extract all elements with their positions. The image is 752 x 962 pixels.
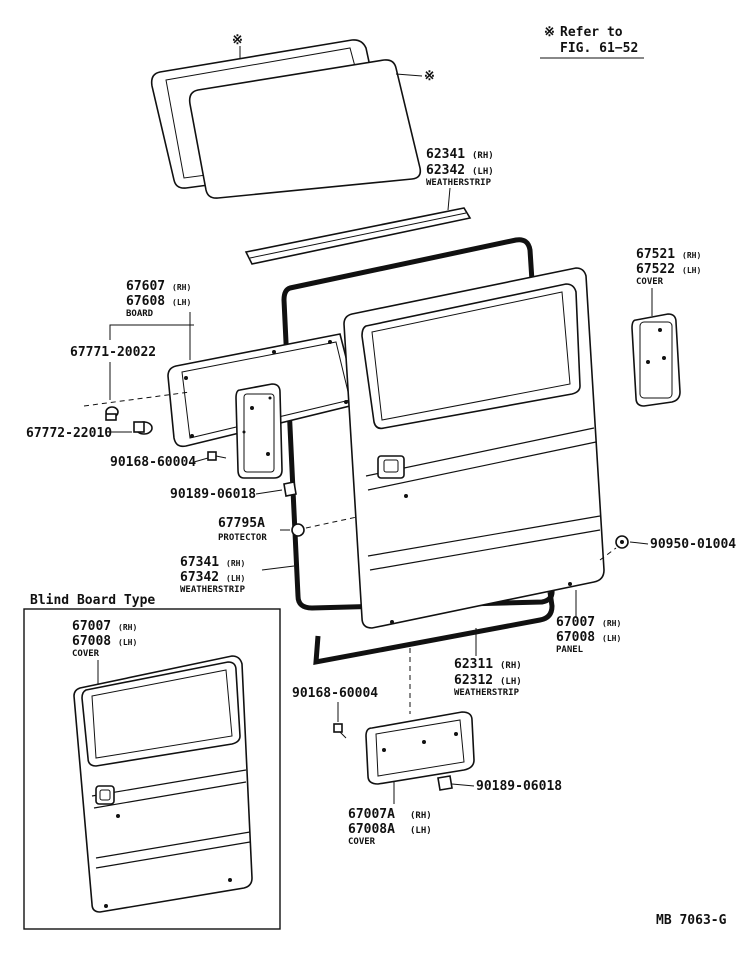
- label-62341: 62341: [426, 147, 465, 162]
- label-weatherstrip-door: WEATHERSTRIP: [180, 585, 246, 595]
- label-67008A: 67008A: [348, 822, 395, 837]
- label-protector: PROTECTOR: [218, 533, 267, 543]
- window-glass-pane: [188, 59, 422, 199]
- svg-text:(LH): (LH): [410, 826, 432, 836]
- inner-access-cover: [235, 383, 283, 479]
- lower-cover-67007A: [365, 711, 475, 785]
- svg-text:(RH): (RH): [500, 661, 522, 671]
- blind-door-panel: [73, 655, 253, 913]
- label-67341: 67341: [180, 555, 219, 570]
- clip-67772: [133, 421, 153, 435]
- blind-label-67007: 67007: [72, 619, 111, 634]
- ref-mark-2: ※: [424, 69, 435, 84]
- screw-90168-upper: [207, 451, 227, 461]
- door-weatherstrip-ring: [281, 237, 555, 611]
- screw-90168-lower: [333, 723, 347, 739]
- label-90189-06018-upper: 90189-06018: [170, 487, 256, 502]
- svg-text:(RH): (RH): [226, 559, 245, 568]
- label-67771-20022: 67771-20022: [70, 345, 156, 360]
- label-67007-panel: 67007: [556, 615, 595, 630]
- outer-cover-67521: [631, 313, 681, 407]
- clip-90189-upper: [283, 481, 297, 497]
- label-90950-01004: 90950-01004: [650, 537, 736, 552]
- svg-text:(LH): (LH): [172, 298, 191, 307]
- label-67795A: 67795A: [218, 516, 265, 531]
- ref-mark-1: ※: [232, 33, 243, 48]
- note-text: Refer to: [560, 25, 623, 40]
- svg-text:(LH): (LH): [602, 634, 621, 643]
- label-panel: PANEL: [556, 645, 584, 655]
- label-67521: 67521: [636, 247, 675, 262]
- lower-weatherstrip: [313, 591, 555, 666]
- svg-text:(LH): (LH): [226, 574, 245, 583]
- blind-board-box: [23, 608, 281, 930]
- label-62312: 62312: [454, 673, 493, 688]
- label-67522: 67522: [636, 262, 675, 277]
- label-67008-panel: 67008: [556, 630, 595, 645]
- note-ref: FIG. 61−52: [560, 41, 638, 56]
- upper-weatherstrip: [244, 207, 472, 265]
- diagram-code: MB 7063-G: [656, 913, 727, 928]
- svg-text:(LH): (LH): [682, 266, 701, 275]
- svg-text:(LH): (LH): [500, 677, 522, 687]
- svg-text:(LH): (LH): [118, 638, 137, 647]
- label-cover-lower: COVER: [348, 837, 376, 847]
- blind-label-cover: COVER: [72, 649, 100, 659]
- svg-text:(RH): (RH): [682, 251, 701, 260]
- blind-label-67008: 67008: [72, 634, 111, 649]
- label-90168-60004-upper: 90168-60004: [110, 455, 196, 470]
- svg-text:(LH): (LH): [472, 167, 494, 177]
- blind-board-title: Blind Board Type: [30, 593, 155, 608]
- label-weatherstrip-upper: WEATHERSTRIP: [426, 178, 492, 188]
- label-62311: 62311: [454, 657, 493, 672]
- svg-text:(RH): (RH): [172, 283, 191, 292]
- label-67007A: 67007A: [348, 807, 395, 822]
- label-62342: 62342: [426, 163, 465, 178]
- label-board: BOARD: [126, 309, 154, 319]
- label-90189-06018-lower: 90189-06018: [476, 779, 562, 794]
- label-weatherstrip-lower: WEATHERSTRIP: [454, 688, 520, 698]
- label-67342: 67342: [180, 570, 219, 585]
- clip-67771: [105, 406, 119, 421]
- nut-90950-01004: [615, 535, 629, 549]
- svg-text:(RH): (RH): [118, 623, 137, 632]
- label-cover-outer: COVER: [636, 277, 664, 287]
- label-67608: 67608: [126, 294, 165, 309]
- svg-text:(RH): (RH): [602, 619, 621, 628]
- door-panel: [343, 267, 605, 629]
- protector-67795A: [291, 523, 305, 537]
- label-67607: 67607: [126, 279, 165, 294]
- note-mark: ※: [544, 25, 555, 40]
- clip-90189-lower: [437, 775, 453, 791]
- svg-text:(RH): (RH): [472, 151, 494, 161]
- label-67772-22010: 67772-22010: [26, 426, 112, 441]
- label-90168-60004-lower: 90168-60004: [292, 686, 378, 701]
- svg-text:(RH): (RH): [410, 811, 432, 821]
